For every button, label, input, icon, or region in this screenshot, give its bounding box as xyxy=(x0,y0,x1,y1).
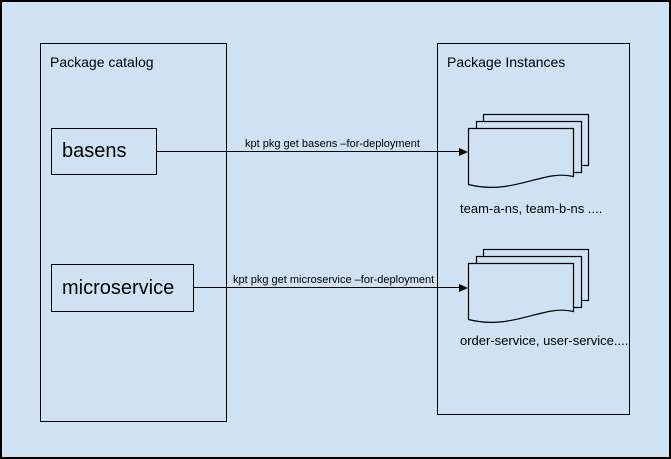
document-stack-icon xyxy=(467,113,590,188)
arrow-label-microservice-command: kpt pkg get microservice –for-deployment xyxy=(233,274,435,286)
package-box-microservice: microservice xyxy=(51,264,194,312)
package-instances-group: Package Instances xyxy=(437,43,630,415)
document-stack-icon xyxy=(467,248,590,323)
arrow-label-basens-command: kpt pkg get basens –for-deployment xyxy=(245,138,420,150)
arrow-line xyxy=(194,287,459,288)
package-catalog-title: Package catalog xyxy=(50,54,154,70)
package-label-basens: basens xyxy=(62,140,127,162)
arrow-line xyxy=(157,151,459,152)
instances-caption-services: order-service, user-service.... xyxy=(460,333,629,348)
package-box-basens: basens xyxy=(51,128,157,175)
arrow-microservice-to-instances xyxy=(194,283,468,292)
arrow-basens-to-instances xyxy=(157,147,468,156)
arrowhead-icon xyxy=(459,283,468,292)
arrowhead-icon xyxy=(459,147,468,156)
package-label-microservice: microservice xyxy=(62,276,175,299)
instances-caption-namespaces: team-a-ns, team-b-ns .... xyxy=(460,201,603,216)
package-instances-title: Package Instances xyxy=(447,54,566,70)
package-catalog-group: Package catalog xyxy=(40,43,227,422)
